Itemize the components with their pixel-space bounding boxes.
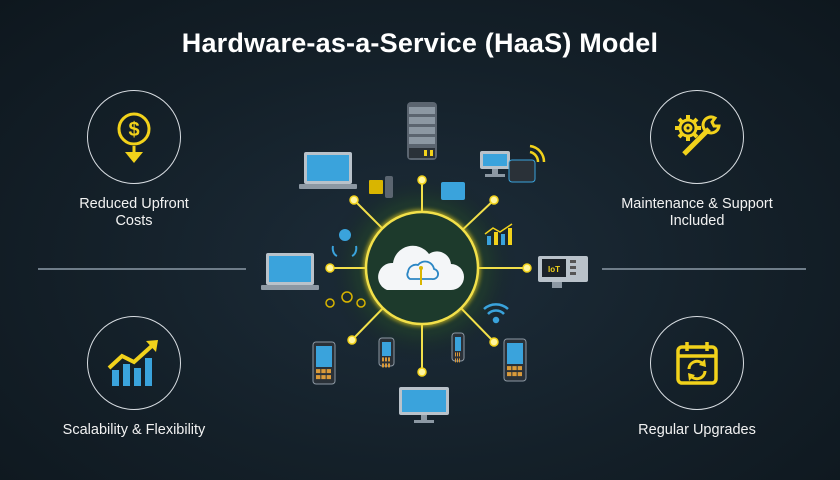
cloud-icon [378,245,464,290]
laptop-icon [299,152,357,189]
phone-icon [378,337,395,368]
calendar-refresh-icon [676,342,718,385]
spoke-node [349,195,359,205]
benefit-label: Maintenance & Support Included [597,196,797,230]
benefit-circle [650,90,744,184]
monitor-icon [480,151,510,177]
benefit-upgrades: Regular Upgrades [597,316,797,439]
growth-chart-icon [107,340,158,386]
monitor-icon [399,387,449,423]
label-line: Regular Upgrades [638,422,756,438]
user-robot-icon [331,229,358,257]
benefit-label: Scalability & Flexibility [34,422,234,439]
spoke-node [417,367,427,377]
laptop-icon [261,253,319,290]
benefit-circle: $ [87,90,181,184]
gears-icon [325,291,366,308]
server-icon [407,102,437,160]
iot-label: IoT [548,265,560,274]
spokes [325,175,532,377]
svg-text:$: $ [128,119,139,141]
label-line: Scalability & Flexibility [62,422,206,438]
spoke-line [351,307,384,341]
label-line: Maintenance & Support [621,196,773,212]
benefit-circle [87,316,181,410]
benefit-label: Regular Upgrades [597,422,797,439]
benefit-label: Reduced Upfront Costs [34,196,234,230]
dollar-down-icon: $ [117,112,151,163]
phone-icon [503,338,527,382]
label-line: Included [669,213,725,229]
label-line: Reduced Upfront [79,196,189,212]
spoke-line [462,199,495,231]
spoke-node [489,195,499,205]
benefit-circle [650,316,744,410]
spoke-line [353,199,384,230]
right-divider [602,268,806,270]
label-line: Costs [115,213,153,229]
gear-wrench-icon [675,115,721,156]
chart-icon [484,223,513,245]
benefit-maintenance: Maintenance & Support Included [597,90,797,230]
wireless-signal-icon [529,144,546,163]
tablet-device-icon [508,159,536,183]
spoke-node [325,263,335,273]
iot-panel: IoT [538,256,588,288]
spoke-node [347,335,357,345]
spoke-line [460,307,495,343]
phone-icon [451,332,465,363]
secure-device-icon [441,182,465,200]
spoke-node [417,175,427,185]
left-divider [38,268,246,270]
spoke-node [489,337,499,347]
page-title: Hardware-as-a-Service (HaaS) Model [181,28,659,58]
phone-icon [312,341,336,385]
spoke-node [522,263,532,273]
benefit-scalability: Scalability & Flexibility [34,316,234,439]
wifi-icon [483,303,509,324]
benefit-reduced-costs: $ Reduced Upfront Costs [34,90,234,230]
camera-device-icon [369,176,393,198]
